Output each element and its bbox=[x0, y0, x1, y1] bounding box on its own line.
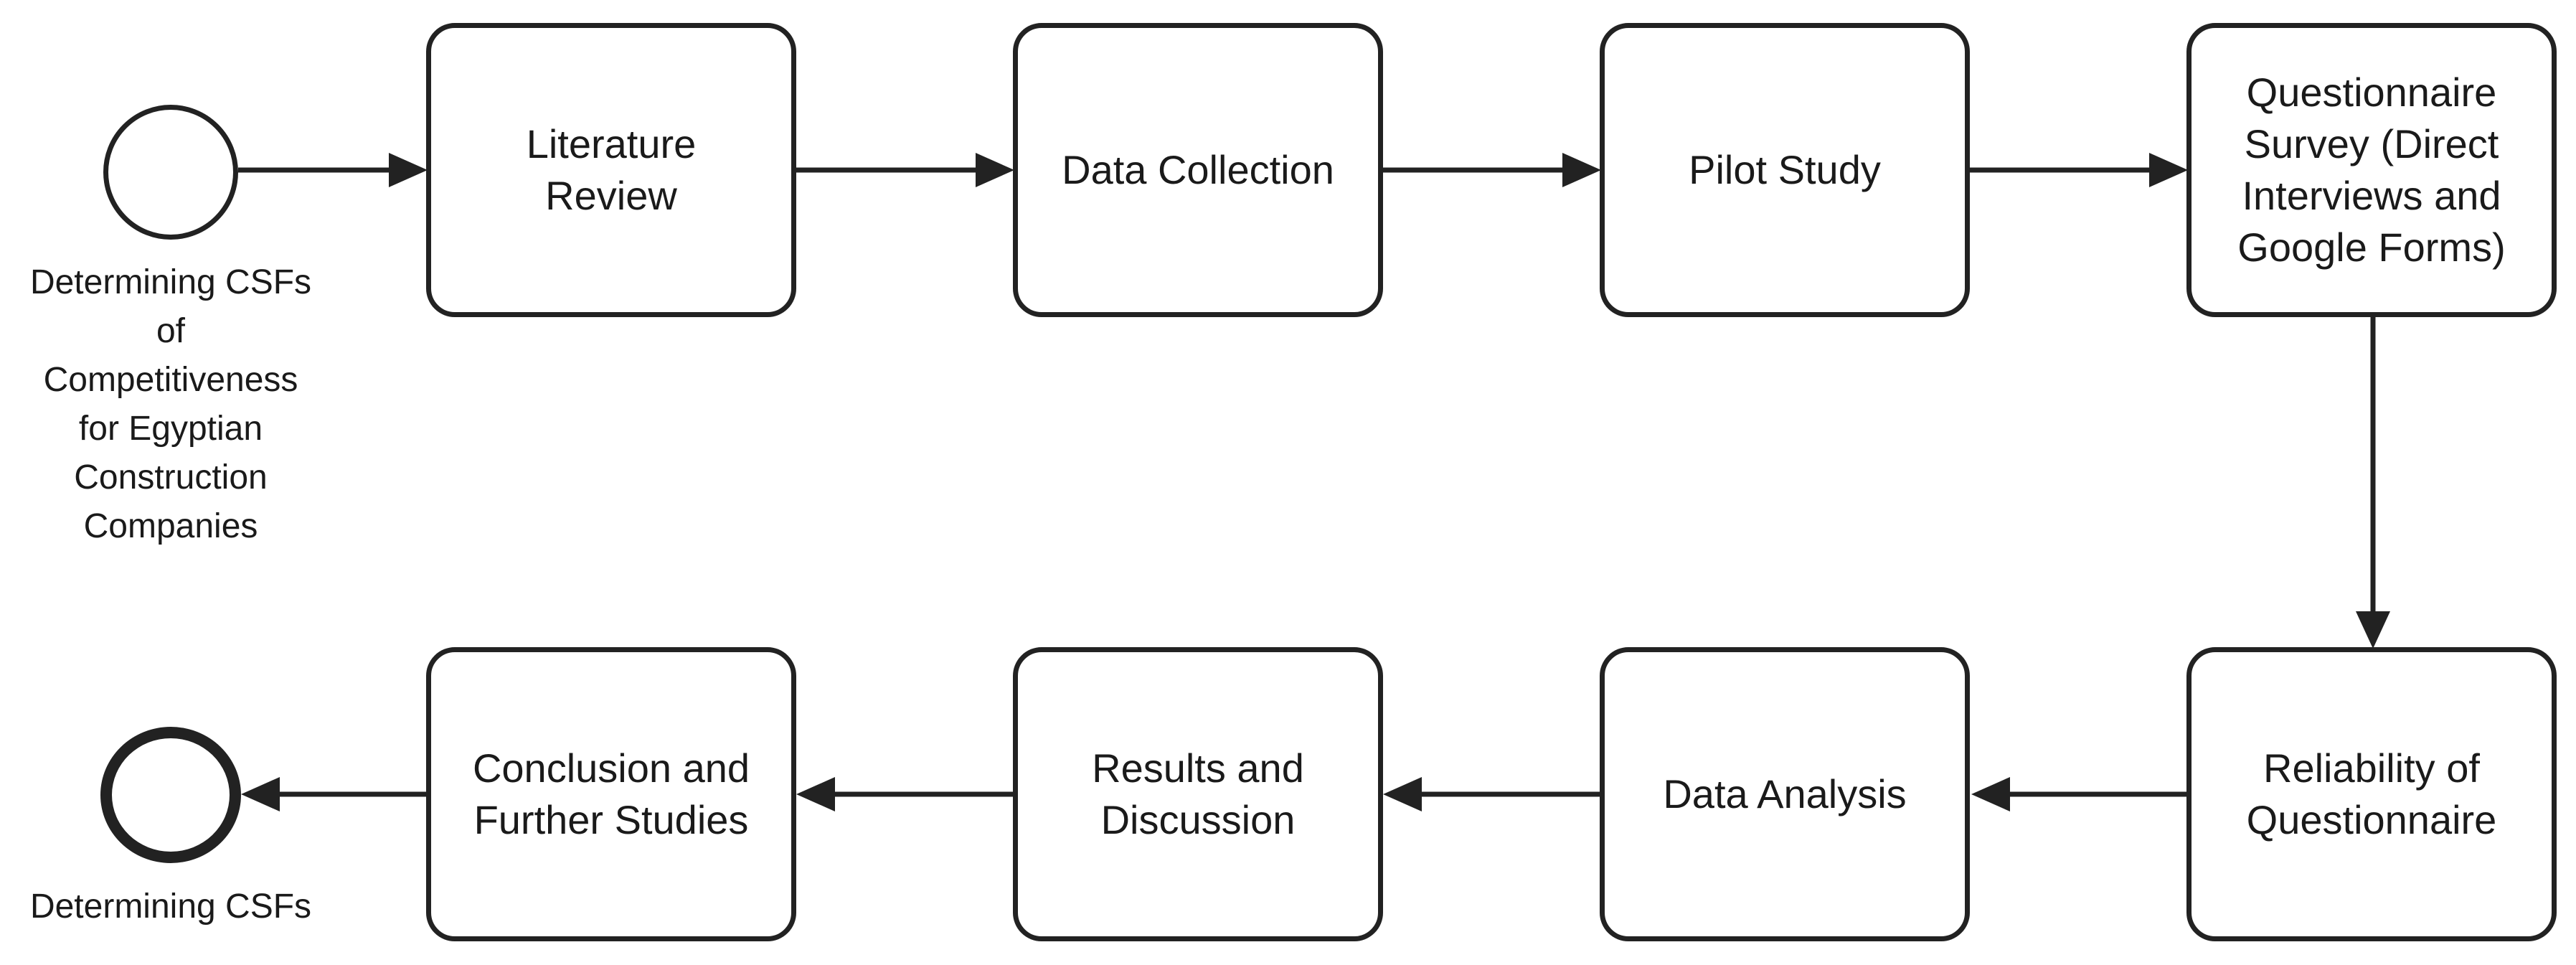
step-questionnaire-survey-label: Questionnaire Survey (Direct Interviews … bbox=[2237, 70, 2506, 270]
step-results-discussion-label: Results and Discussion bbox=[1092, 745, 1304, 842]
arrowhead-questionnaire bbox=[2149, 153, 2188, 187]
step-results-and-discussion: Results and Discussion bbox=[1013, 647, 1383, 941]
arrowhead-conclusion bbox=[796, 777, 835, 811]
arrowhead-results-discussion bbox=[1383, 777, 1422, 811]
step-data-collection: Data Collection bbox=[1013, 23, 1383, 317]
step-reliability-of-questionnaire: Reliability of Questionnaire bbox=[2186, 647, 2557, 941]
step-literature-review-label: Literature Review bbox=[526, 121, 697, 218]
step-literature-review: Literature Review bbox=[426, 23, 796, 317]
start-event-circle bbox=[103, 105, 238, 240]
step-pilot-study: Pilot Study bbox=[1600, 23, 1970, 317]
end-event-label: Determining CSFs bbox=[29, 888, 312, 926]
arrowhead-end-event bbox=[241, 777, 280, 811]
step-conclusion-label: Conclusion and Further Studies bbox=[472, 745, 750, 842]
arrowhead-reliability bbox=[2356, 611, 2390, 649]
arrowhead-data-collection bbox=[976, 153, 1014, 187]
step-reliability-label: Reliability of Questionnaire bbox=[2246, 745, 2497, 842]
step-data-analysis: Data Analysis bbox=[1600, 647, 1970, 941]
step-pilot-study-label: Pilot Study bbox=[1689, 147, 1881, 192]
arrowhead-pilot-study bbox=[1562, 153, 1601, 187]
step-conclusion-and-further-studies: Conclusion and Further Studies bbox=[426, 647, 796, 941]
step-data-collection-label: Data Collection bbox=[1062, 147, 1334, 192]
start-event-label: Determining CSFs of Competitiveness for … bbox=[29, 263, 312, 545]
step-questionnaire-survey: Questionnaire Survey (Direct Interviews … bbox=[2186, 23, 2557, 317]
end-event-circle bbox=[100, 727, 241, 863]
arrowhead-literature-review bbox=[389, 153, 428, 187]
arrowhead-data-analysis bbox=[1971, 777, 2010, 811]
step-data-analysis-label: Data Analysis bbox=[1663, 771, 1907, 816]
